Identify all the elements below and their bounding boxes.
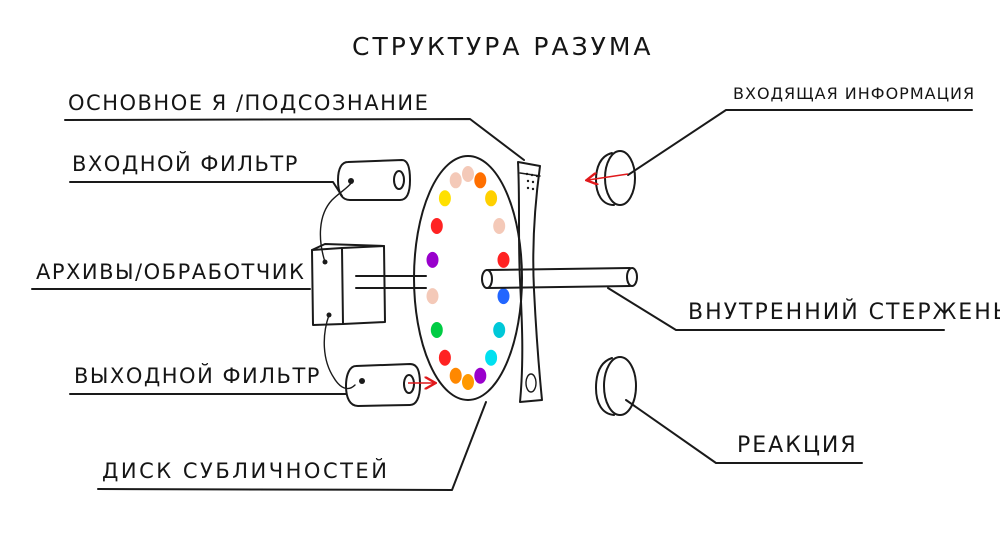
label-inner-rod: внутренний стержень bbox=[688, 300, 1000, 325]
input-filter-capsule bbox=[337, 159, 411, 201]
disk-dots-group bbox=[426, 166, 510, 390]
inner-rod bbox=[481, 267, 638, 289]
diagram-title: Структура разума bbox=[352, 32, 654, 61]
label-incoming-information: входящая информация bbox=[733, 84, 976, 103]
disk-dot bbox=[485, 349, 498, 366]
disk-dot bbox=[493, 322, 506, 338]
disk-dot bbox=[449, 367, 462, 384]
leader-disk bbox=[97, 401, 487, 491]
filter-wires bbox=[319, 181, 356, 390]
disk-dot bbox=[430, 322, 443, 338]
label-archives-processor: архивы/обработчик bbox=[36, 260, 306, 284]
leader-core-self bbox=[64, 118, 525, 161]
disk-dot bbox=[485, 190, 498, 207]
leader-input-filter bbox=[69, 181, 343, 197]
disk-dot bbox=[462, 374, 474, 390]
leader-reaction bbox=[625, 399, 863, 464]
disk-dot bbox=[438, 349, 451, 366]
disk-dot bbox=[426, 288, 439, 305]
disk-dot bbox=[449, 172, 462, 189]
disk-dot bbox=[497, 288, 510, 305]
disk-dot bbox=[497, 251, 510, 268]
disk-dot bbox=[474, 172, 487, 189]
label-reaction: реакция bbox=[737, 433, 858, 458]
label-output-filter: выходной фильтр bbox=[74, 364, 321, 388]
back-rod bbox=[355, 275, 427, 289]
reaction-token bbox=[595, 356, 637, 416]
incoming-information-token bbox=[588, 150, 636, 206]
subpersonality-disk bbox=[413, 155, 523, 401]
disk-dot bbox=[430, 218, 443, 234]
label-input-filter: входной фильтр bbox=[72, 152, 299, 176]
disk-dot bbox=[474, 367, 487, 384]
leader-inner-rod bbox=[607, 287, 945, 331]
disk-dot bbox=[493, 218, 506, 234]
disk-dot bbox=[426, 251, 439, 268]
red-arrow-left-icon bbox=[588, 174, 629, 180]
label-core-self: основное Я /подсознание bbox=[68, 91, 430, 115]
core-self-plate bbox=[517, 161, 543, 403]
leader-incoming-information bbox=[627, 109, 973, 176]
archives-processor-box bbox=[311, 243, 386, 326]
disk-dot bbox=[462, 166, 474, 182]
disk-dot bbox=[438, 190, 451, 207]
output-filter-capsule bbox=[345, 363, 434, 407]
label-subpersonality-disk: диск субличностей bbox=[102, 459, 390, 483]
